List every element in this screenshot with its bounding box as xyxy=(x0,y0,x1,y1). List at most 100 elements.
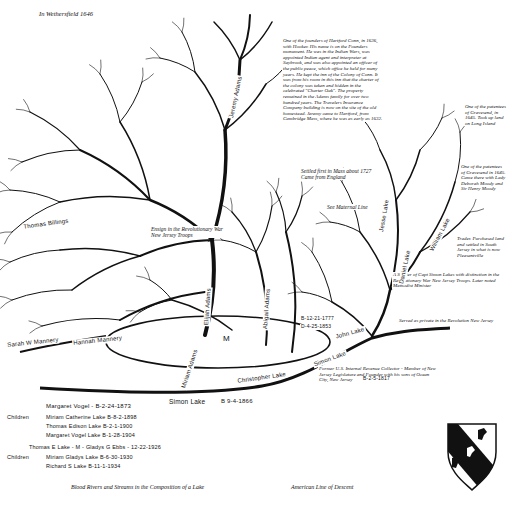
branch-stroke xyxy=(442,111,454,118)
branch-stroke xyxy=(145,267,150,280)
branch-stroke xyxy=(372,290,390,336)
name-label: Abigail Adams xyxy=(262,287,272,330)
name-label: Margaret Vogel - B-2-24-1873 xyxy=(45,403,132,410)
history-note: Ensign in the Revolutionary War New Jers… xyxy=(150,226,234,238)
branch-stroke xyxy=(24,100,30,112)
name-label: John Lake xyxy=(334,326,366,341)
branch-stroke xyxy=(42,319,120,326)
history-note: Served as private in the Revolution New … xyxy=(398,318,508,324)
branch-stroke xyxy=(140,240,212,256)
name-label: Miriam Adams xyxy=(180,348,199,390)
name-label: Simon Lake xyxy=(168,398,206,405)
branch-stroke xyxy=(470,199,476,212)
name-label: Thomas Edison Lake B-2-1-1900 xyxy=(45,423,134,429)
history-note: A Soldier of Capt Simon Lakes with disti… xyxy=(392,272,506,289)
branch-stroke xyxy=(72,256,140,290)
branch-stroke xyxy=(312,238,313,252)
branch-stroke xyxy=(0,232,12,234)
coat-of-arms xyxy=(440,424,504,496)
branch-stroke xyxy=(195,72,225,130)
branch-stroke xyxy=(214,22,240,60)
branch-stroke xyxy=(140,300,172,312)
branch-stroke xyxy=(16,109,30,112)
branch-stroke xyxy=(8,159,22,162)
history-note: Settled first in Mass about 1727 Came fr… xyxy=(300,168,384,180)
branch-stroke xyxy=(320,212,330,222)
branch-stroke xyxy=(120,292,205,320)
branch-stroke xyxy=(302,187,313,196)
name-label: D-4-25-1853 xyxy=(300,324,332,330)
branch-stroke xyxy=(420,118,442,150)
branch-stroke xyxy=(5,232,12,244)
branch-stroke xyxy=(276,178,279,192)
history-note: See Maternal Line xyxy=(326,204,369,210)
branch-stroke xyxy=(276,192,286,232)
branch-stroke xyxy=(146,58,160,59)
name-label: B-12-21-1777 xyxy=(300,316,335,322)
history-note: In Wethersfield 1646 xyxy=(38,10,94,17)
name-label: Children xyxy=(6,414,30,420)
name-label: B 9-4-1866 xyxy=(220,398,254,405)
name-label: M xyxy=(222,335,231,344)
branch-stroke xyxy=(292,282,302,292)
branch-stroke xyxy=(0,296,12,300)
branch-stroke xyxy=(256,206,272,252)
branch-stroke xyxy=(302,292,332,302)
branch-stroke xyxy=(160,58,195,72)
branch-stroke xyxy=(286,232,295,352)
branch-stroke xyxy=(396,150,420,200)
branch-stroke xyxy=(80,150,150,200)
branch-stroke xyxy=(30,112,80,150)
history-note: One of the patentees of Gravesend, in 16… xyxy=(464,104,508,126)
branch-stroke xyxy=(182,18,184,32)
branch-stroke xyxy=(302,243,312,252)
name-label: Hannah Mannery xyxy=(72,335,123,347)
name-label: Miriam Gladys Lake B-6-30-1930 xyxy=(45,454,134,460)
history-note: One of the patentees of Gravesend in 164… xyxy=(460,164,508,192)
branch-stroke xyxy=(151,48,160,58)
branch-stroke xyxy=(142,68,143,82)
branch-stroke xyxy=(442,104,444,118)
caption-text: Blood Rivers and Streams in the Composit… xyxy=(70,484,205,491)
branch-stroke xyxy=(150,280,172,300)
name-label: Thomas Billings xyxy=(22,217,70,230)
branch-stroke xyxy=(10,250,60,262)
name-label: Margaret Vogel Lake B-1-28-1904 xyxy=(45,432,136,438)
branch-stroke xyxy=(12,290,72,300)
branch-stroke xyxy=(286,196,302,232)
branch-stroke xyxy=(240,22,272,60)
name-label: Children xyxy=(6,454,30,460)
branch-stroke xyxy=(130,312,140,322)
branch-stroke xyxy=(120,122,150,200)
branch-stroke xyxy=(267,181,276,192)
branch-stroke xyxy=(60,196,150,202)
branch-stroke xyxy=(30,326,42,333)
branch-stroke xyxy=(288,292,302,294)
branch-stroke xyxy=(90,65,100,74)
name-label: Miriam Catherine Lake B-8-2-1898 xyxy=(45,414,138,420)
branch-stroke xyxy=(1,300,12,308)
branch-stroke xyxy=(0,259,10,262)
branch-stroke xyxy=(0,190,10,193)
branch-stroke xyxy=(22,150,80,162)
history-note: One of the founders of Hartford Conn, in… xyxy=(282,38,384,122)
name-label: Thomas E Lake - M - Gladys G Ebbs - 12-2… xyxy=(28,444,162,450)
branch-stroke xyxy=(137,276,150,280)
branch-stroke xyxy=(100,74,120,122)
branch-stroke xyxy=(208,240,222,242)
branch-stroke xyxy=(222,240,256,252)
branch-stroke xyxy=(0,262,10,271)
branch-stroke xyxy=(360,232,390,290)
branch-stroke xyxy=(0,181,10,190)
branch-stroke xyxy=(316,222,330,224)
name-label: B-2-5-1817 xyxy=(362,376,391,382)
branch-stroke xyxy=(330,222,360,232)
branch-stroke xyxy=(172,22,182,32)
branch-stroke xyxy=(120,82,142,122)
name-label: Sarah W Mannery xyxy=(6,336,60,348)
lake-outline xyxy=(106,316,330,368)
branch-stroke xyxy=(455,119,460,132)
branch-stroke xyxy=(29,321,42,326)
main-river xyxy=(40,328,450,392)
